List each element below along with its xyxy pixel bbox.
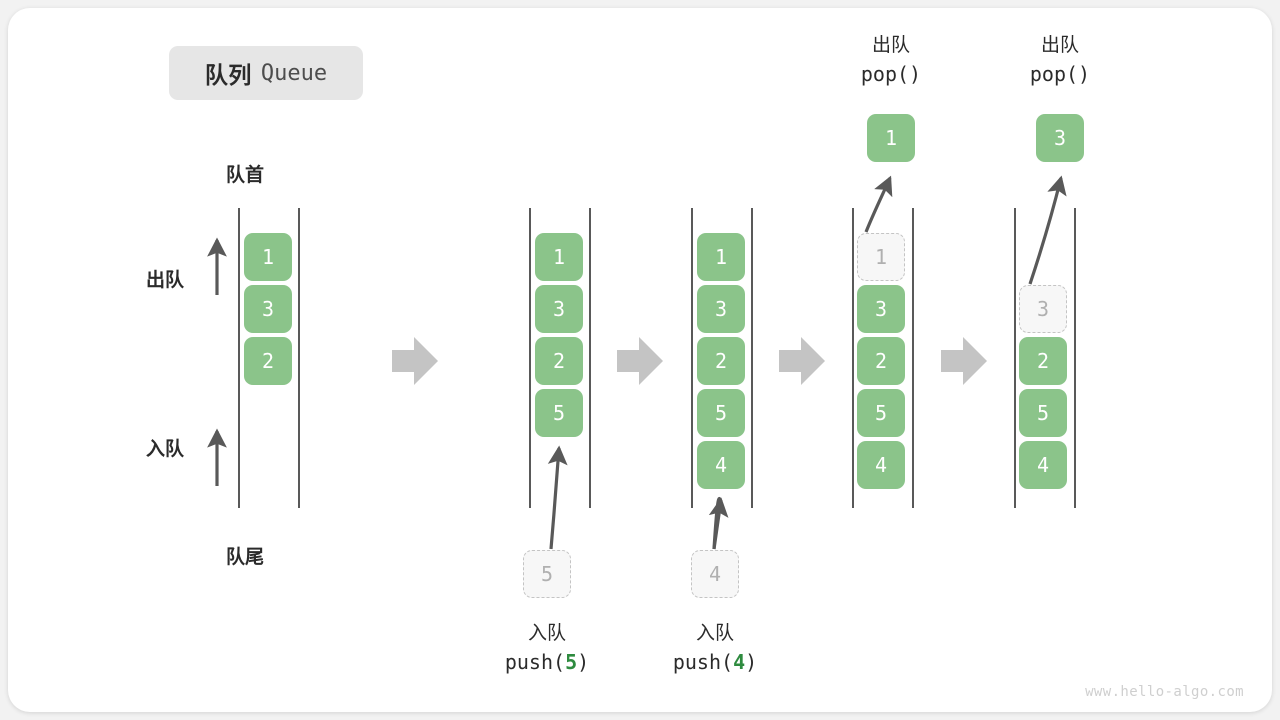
queue-cell: 2 — [244, 337, 292, 385]
queue-cell: 2 — [1019, 337, 1067, 385]
queue-cell: 4 — [1019, 441, 1067, 489]
queue-cell-ghost: 1 — [857, 233, 905, 281]
queue-cell: 5 — [535, 389, 583, 437]
rail-right — [912, 208, 914, 508]
site-watermark: www.hello-algo.com — [1085, 684, 1244, 700]
popped-element: 1 — [867, 114, 915, 162]
rail-left — [1014, 208, 1016, 508]
caption-pop-3: 出队 pop() — [960, 32, 1160, 89]
rail-right — [298, 208, 300, 508]
queue-cell: 3 — [857, 285, 905, 333]
caption-label: 入队 — [527, 623, 566, 644]
rail-left — [852, 208, 854, 508]
queue-cell: 5 — [697, 389, 745, 437]
queue-cell: 2 — [857, 337, 905, 385]
queue-cell: 5 — [857, 389, 905, 437]
label-queue-rear: 队尾 — [226, 547, 265, 568]
title-chinese: 队列 — [204, 62, 252, 88]
queue-cell: 1 — [697, 233, 745, 281]
rail-left — [691, 208, 693, 508]
queue-cell: 2 — [535, 337, 583, 385]
queue-cell: 4 — [857, 441, 905, 489]
queue-cell: 4 — [697, 441, 745, 489]
code-argument: 5 — [565, 649, 578, 674]
caption-push-4: 入队 push(4) — [615, 620, 815, 677]
rail-right — [589, 208, 591, 508]
code-argument: 4 — [733, 649, 746, 674]
caption-push-5: 入队 push(5) — [447, 620, 647, 677]
queue-cell: 5 — [1019, 389, 1067, 437]
queue-cell-ghost: 3 — [1019, 285, 1067, 333]
label-enqueue-direction: 入队 — [146, 439, 185, 460]
caption-label: 出队 — [871, 35, 910, 56]
diagram-card — [8, 8, 1272, 712]
incoming-element-ghost: 4 — [691, 550, 739, 598]
caption-label: 入队 — [695, 623, 734, 644]
rail-left — [529, 208, 531, 508]
caption-code: pop() — [1029, 61, 1091, 86]
label-dequeue-direction: 出队 — [146, 270, 185, 291]
queue-cell: 3 — [535, 285, 583, 333]
queue-cell: 3 — [697, 285, 745, 333]
queue-cell: 1 — [244, 233, 292, 281]
rail-right — [751, 208, 753, 508]
caption-code: push(4) — [672, 649, 758, 674]
popped-element: 3 — [1036, 114, 1084, 162]
caption-pop-1: 出队 pop() — [791, 32, 991, 89]
title-english: Queue — [260, 60, 328, 86]
label-queue-front: 队首 — [226, 165, 265, 186]
caption-label: 出队 — [1040, 35, 1079, 56]
queue-cell: 3 — [244, 285, 292, 333]
caption-code: push(5) — [504, 649, 590, 674]
rail-left — [238, 208, 240, 508]
caption-code: pop() — [860, 61, 922, 86]
title-badge: 队列 Queue — [169, 46, 363, 100]
queue-cell: 2 — [697, 337, 745, 385]
queue-cell: 1 — [535, 233, 583, 281]
rail-right — [1074, 208, 1076, 508]
incoming-element-ghost: 5 — [523, 550, 571, 598]
